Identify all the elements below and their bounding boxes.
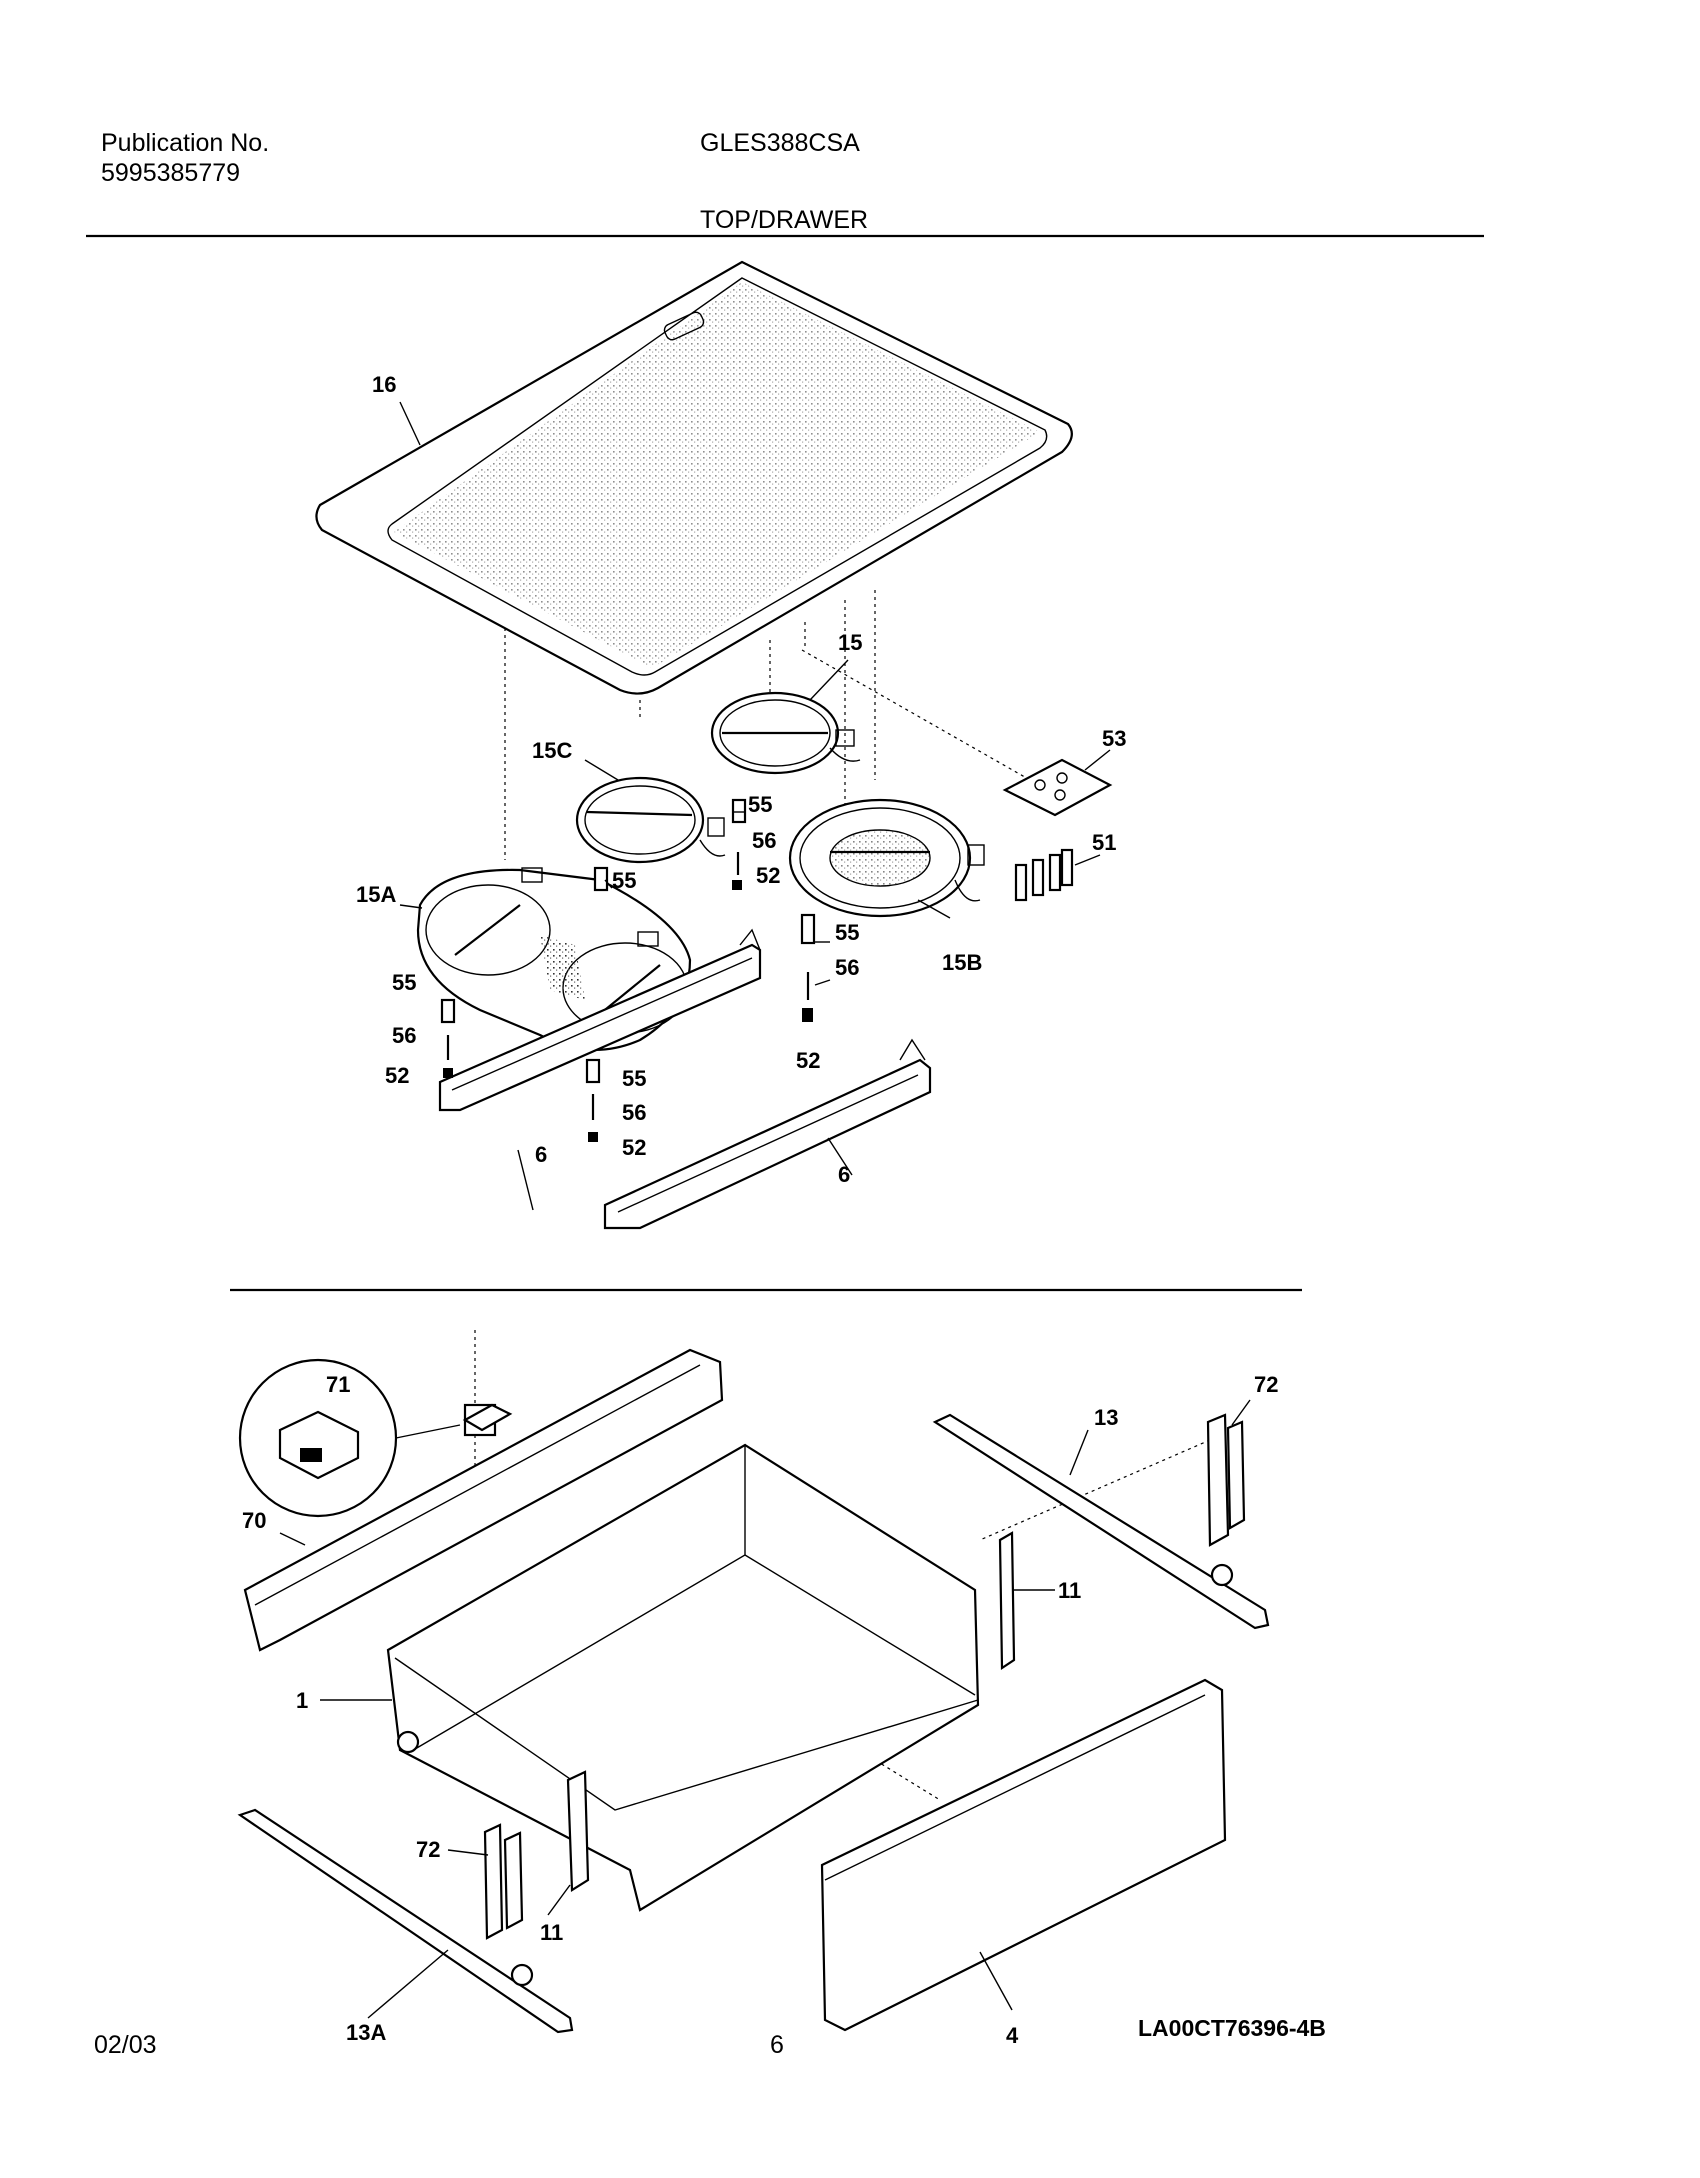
label-13A: 13A: [346, 2020, 386, 2045]
label-56-a: 56: [752, 828, 776, 853]
side-rail-11: [566, 1531, 1016, 1892]
label-52-b: 52: [385, 1063, 409, 1088]
label-52-a: 52: [756, 863, 780, 888]
label-56-b: 56: [835, 955, 859, 980]
page-number: 6: [770, 2031, 784, 2059]
publication-label: Publication No.: [101, 129, 270, 157]
label-15B: 15B: [942, 950, 982, 975]
label-72-right: 72: [1254, 1372, 1278, 1397]
drawing-code: LA00CT76396-4B: [1138, 2015, 1326, 2041]
label-55-b: 55: [612, 868, 636, 893]
label-16: 16: [372, 372, 396, 397]
terminal-bracket-53: [1002, 758, 1113, 817]
footer-date: 02/03: [94, 2031, 157, 2059]
label-55-d: 55: [392, 970, 416, 995]
label-56-d: 56: [622, 1100, 646, 1125]
radiant-element-15B: [788, 798, 985, 918]
bracket-6-left: [438, 928, 762, 1112]
label-11-left: 11: [540, 1920, 563, 1945]
label-55-e: 55: [622, 1066, 646, 1091]
bracket-6-right: [603, 1038, 932, 1230]
label-6-right: 6: [838, 1162, 850, 1187]
cooktop-glass: [315, 260, 1073, 695]
drawer-slide-13: [932, 1413, 1270, 1630]
hinge-72-left: [483, 1823, 524, 1940]
label-52-d: 52: [622, 1135, 646, 1160]
radiant-element-15C: [575, 776, 726, 864]
label-53: 53: [1102, 726, 1126, 751]
label-6-left: 6: [535, 1142, 547, 1167]
label-4: 4: [1006, 2023, 1019, 2048]
label-11-right: 11: [1058, 1578, 1081, 1603]
label-52-c: 52: [796, 1048, 820, 1073]
label-15C: 15C: [532, 738, 572, 763]
label-55-c: 55: [835, 920, 859, 945]
limit-switches-51: [1014, 848, 1074, 902]
drawer-body-1: [386, 1443, 980, 1912]
label-56-c: 56: [392, 1023, 416, 1048]
label-55-a: 55: [748, 792, 772, 817]
publication-number: 5995385779: [101, 159, 241, 187]
leader-lines-top: [399, 401, 1111, 1211]
label-51: 51: [1092, 830, 1116, 855]
hardware-stacks: [440, 798, 816, 1142]
label-15: 15: [838, 630, 862, 655]
leader-lines-bottom: [279, 1399, 1251, 2019]
section-title: TOP/DRAWER: [700, 206, 869, 234]
label-13: 13: [1094, 1405, 1118, 1430]
label-70: 70: [242, 1508, 266, 1533]
drawer-slide-13A: [237, 1808, 574, 2034]
hinge-72-right: [1206, 1413, 1246, 1547]
label-1: 1: [296, 1688, 308, 1713]
detail-circle-71: [238, 1358, 461, 1518]
part-labels: 16 15 15C 55 56 52 53 51 55 15A 55 56 15…: [242, 372, 1326, 2048]
label-15A: 15A: [356, 882, 396, 907]
radiant-element-15: [710, 691, 861, 775]
model-number: GLES388CSA: [700, 129, 860, 157]
label-71: 71: [326, 1372, 350, 1397]
rear-rail-70: [243, 1348, 724, 1652]
drawer-front-4: [820, 1678, 1227, 2032]
label-72-left: 72: [416, 1837, 440, 1862]
